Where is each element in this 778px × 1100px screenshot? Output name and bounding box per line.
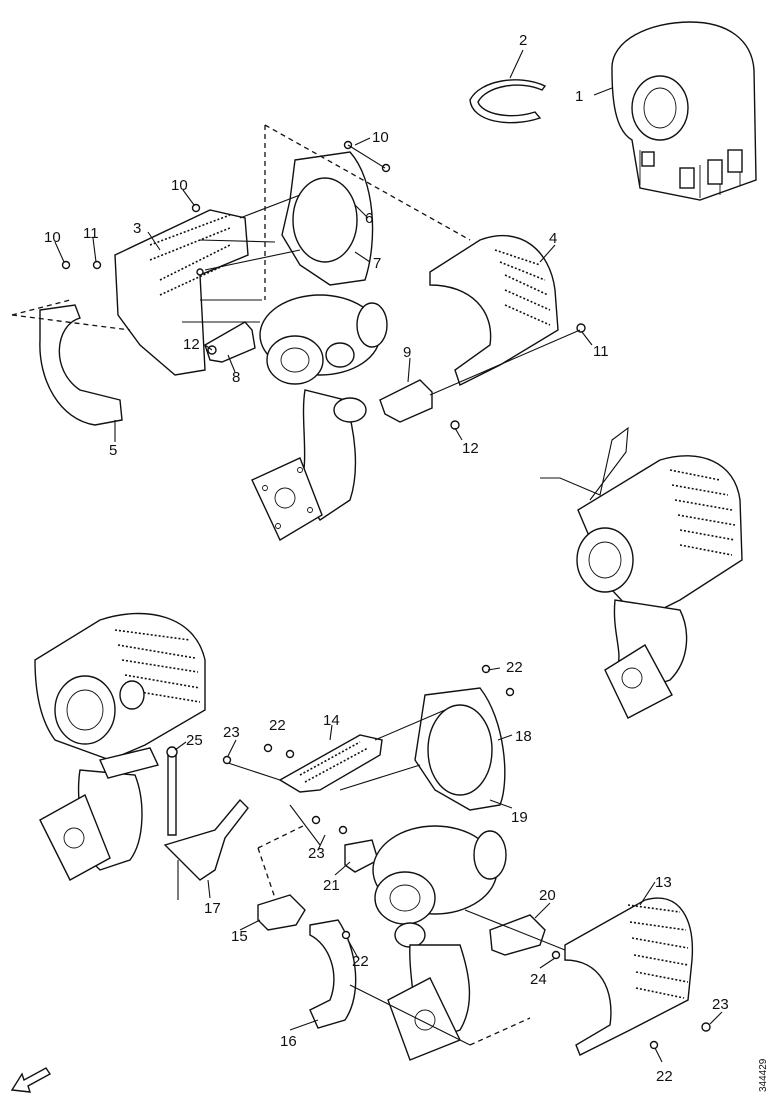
label-15: 15 [231, 928, 248, 945]
label-4: 4 [549, 230, 557, 247]
label-16: 16 [280, 1033, 297, 1050]
part-9-bracket [379, 379, 433, 423]
label-leaders [54, 49, 723, 1063]
fasteners-lower [222, 664, 711, 1050]
turbocharger-lower [372, 825, 507, 1061]
label-8: 8 [232, 369, 240, 386]
direction-arrow-icon [10, 1067, 52, 1093]
part-5-half-ring [39, 304, 123, 426]
label-22-d: 22 [656, 1068, 673, 1085]
label-14: 14 [323, 712, 340, 729]
label-10-b: 10 [171, 177, 188, 194]
part-16-half-ring [309, 919, 357, 1029]
label-13: 13 [655, 874, 672, 891]
part-18-19-ring-plate [414, 687, 506, 811]
label-1: 1 [575, 88, 583, 105]
fasteners-upper [61, 140, 586, 430]
dashed-guides-lower [224, 709, 566, 1046]
label-19: 19 [511, 809, 528, 826]
label-23-a: 23 [223, 724, 240, 741]
label-10-a: 10 [372, 129, 389, 146]
reference-number: 344429 [758, 1058, 769, 1092]
label-11-a: 11 [83, 225, 99, 242]
part-1-heat-shield-cover [611, 21, 757, 201]
label-24: 24 [530, 971, 547, 988]
label-3: 3 [133, 220, 141, 237]
turbocharger-upper [251, 294, 388, 541]
assembled-view-left [34, 612, 206, 881]
part-14-bracket [278, 734, 383, 793]
label-21: 21 [323, 877, 340, 894]
label-2: 2 [519, 32, 527, 49]
label-22-c: 22 [352, 953, 369, 970]
part-20-bracket [489, 914, 546, 956]
label-23-b: 23 [308, 845, 325, 862]
part-21-bracket [344, 839, 379, 873]
label-7: 7 [373, 255, 381, 272]
label-10-c: 10 [44, 229, 61, 246]
part-6-7-ring-plate [281, 151, 374, 286]
label-23-c: 23 [712, 996, 729, 1013]
label-6: 6 [365, 210, 373, 227]
label-22-b: 22 [269, 717, 286, 734]
part-4-outer-shield [429, 235, 559, 386]
part-labels: 1 2 3 4 5 6 7 8 9 10 10 10 11 11 12 12 1… [44, 32, 769, 1092]
dashed-guides-upper [11, 124, 581, 396]
assembled-view-right [540, 426, 743, 719]
label-25: 25 [186, 732, 203, 749]
label-18: 18 [515, 728, 532, 745]
part-8-bracket [204, 321, 256, 363]
part-17-bracket [163, 798, 249, 900]
label-20: 20 [539, 887, 556, 904]
part-15-bracket [257, 894, 306, 931]
part-2-clamp-band [469, 79, 547, 124]
label-22-a: 22 [506, 659, 523, 676]
label-9: 9 [403, 344, 411, 361]
label-12-b: 12 [462, 440, 479, 457]
label-12-a: 12 [183, 336, 200, 353]
label-11-b: 11 [593, 343, 609, 360]
label-17: 17 [204, 900, 221, 917]
part-25-stud [166, 746, 178, 836]
part-13-outer-shield [564, 897, 694, 1056]
label-5: 5 [109, 442, 117, 459]
